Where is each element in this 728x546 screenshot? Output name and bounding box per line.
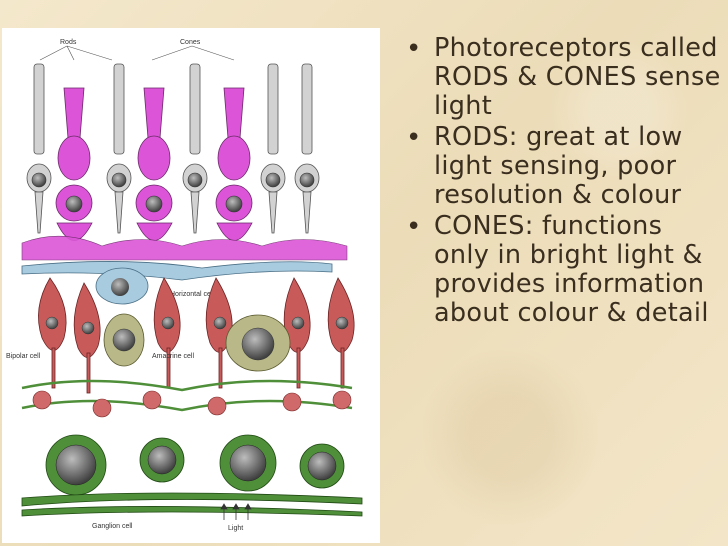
- label-horizontal: Horizontal cell: [170, 291, 214, 298]
- bullet-icon: •: [406, 212, 422, 242]
- bullet-icon: •: [406, 123, 422, 153]
- label-amacrine: Amacrine cell: [152, 353, 194, 360]
- bullet-text: CONES: functions only in bright light & …: [434, 211, 709, 328]
- rod: [106, 63, 132, 234]
- label-ganglion: Ganglion cell: [92, 523, 133, 530]
- bullet-text: RODS: great at low light sensing, poor r…: [434, 122, 683, 210]
- bullet-item: • RODS: great at low light sensing, poor…: [404, 123, 724, 210]
- bullet-list: • Photoreceptors called RODS & CONES sen…: [404, 34, 724, 330]
- label-light: Light: [228, 525, 243, 532]
- label-rods: Rods: [60, 39, 77, 46]
- cone: [55, 87, 93, 241]
- rod: [26, 63, 52, 234]
- bullet-text: Photoreceptors called RODS & CONES sense…: [434, 33, 721, 121]
- photoreceptor-layer: [21, 63, 348, 261]
- retina-diagram: Rods Cones: [2, 28, 380, 543]
- label-cones: Cones: [180, 39, 201, 46]
- rod: [182, 63, 208, 234]
- bipolar-layer: [38, 277, 355, 394]
- horizontal-cell: Horizontal cell: [21, 261, 333, 305]
- cone: [135, 87, 173, 241]
- rod: [260, 63, 286, 234]
- rod: [294, 63, 320, 234]
- light-arrows-icon: [220, 503, 252, 520]
- label-bipolar: Bipolar cell: [6, 353, 41, 360]
- bullet-item: • CONES: functions only in bright light …: [404, 212, 724, 328]
- bullet-icon: •: [406, 34, 422, 64]
- synapse-layer: [21, 379, 353, 418]
- bullet-item: • Photoreceptors called RODS & CONES sen…: [404, 34, 724, 121]
- cone: [215, 87, 253, 241]
- retina-illustration: Rods Cones: [6, 39, 363, 532]
